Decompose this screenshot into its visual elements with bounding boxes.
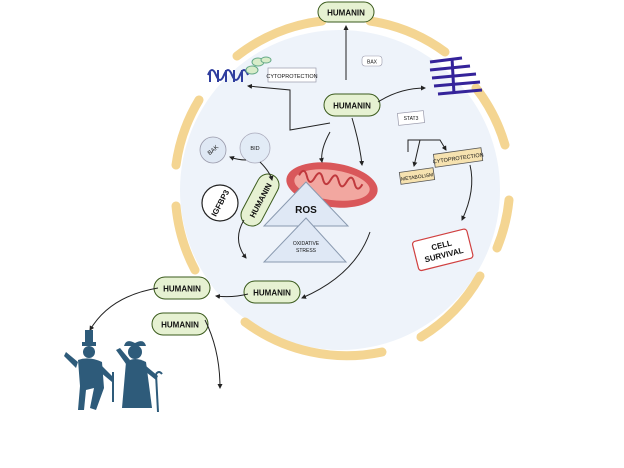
- humanin-top-outside: HUMANIN: [317, 1, 375, 23]
- bid-circle: BID: [239, 132, 271, 164]
- svg-text:BID: BID: [250, 146, 259, 152]
- svg-text:HUMANIN: HUMANIN: [327, 9, 365, 18]
- bax-top-label: BAX: [367, 60, 378, 66]
- metabolism-box: METABOLISM: [398, 167, 436, 185]
- cytoprotection-tag-top: CYTOPROTECTION: [266, 67, 318, 83]
- humanin-exit: HUMANIN: [243, 280, 301, 304]
- humanin-extracellular-1: HUMANIN: [153, 276, 211, 300]
- pathway-arrows: [89, 25, 473, 389]
- stat3-label: STAT3: [404, 116, 419, 122]
- humanin-center: HUMANIN: [323, 93, 381, 117]
- bax-tag-top: BAX: [361, 55, 383, 67]
- ros-label: ROS: [295, 205, 317, 216]
- svg-text:OXIDATIVE: OXIDATIVE: [293, 241, 320, 247]
- membrane-receptor-left: [207, 69, 249, 82]
- membrane-receptor-right: [429, 56, 483, 96]
- cytoprotection-box: CYTOPROTECTION: [432, 147, 484, 168]
- receptor-subunits: [245, 56, 272, 75]
- svg-text:HUMANIN: HUMANIN: [161, 321, 199, 330]
- cell-survival-box: CELL SURVIVAL: [411, 228, 474, 272]
- humanin-extracellular-2: HUMANIN: [151, 312, 209, 336]
- hat-crown: [85, 330, 93, 343]
- svg-text:STRESS: STRESS: [296, 248, 317, 254]
- svg-text:HUMANIN: HUMANIN: [163, 285, 201, 294]
- oxidative-stress-triangle: OXIDATIVE STRESS: [262, 217, 348, 263]
- svg-text:METABOLISM: METABOLISM: [401, 172, 434, 182]
- cell-membrane: [171, 16, 514, 361]
- cytoprotection-top-label: CYTOPROTECTION: [266, 74, 317, 80]
- igfbp3-circle: IGFBP3: [201, 184, 239, 222]
- svg-text:HUMANIN: HUMANIN: [253, 289, 291, 298]
- hat-brim: [82, 342, 96, 346]
- svg-text:HUMANIN: HUMANIN: [333, 102, 371, 111]
- elderly-people-icon: [64, 330, 163, 413]
- stat3-tag: STAT3: [397, 110, 425, 126]
- bak-circle: BAK: [199, 136, 227, 164]
